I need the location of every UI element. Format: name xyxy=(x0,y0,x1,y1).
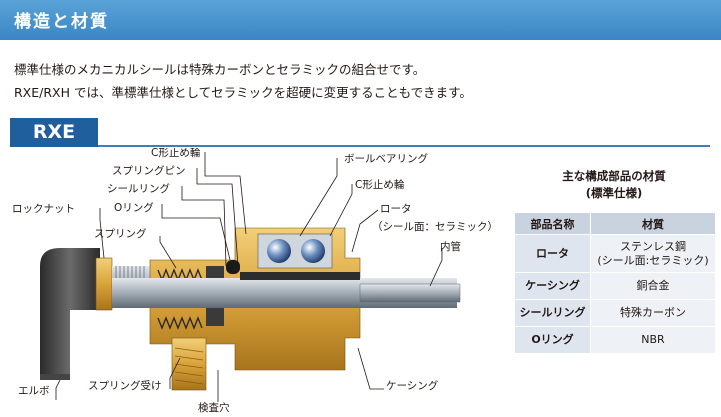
label-o-ring: Oリング xyxy=(114,201,154,214)
row-material: 特殊カーボン xyxy=(590,299,716,327)
model-tab: RXE xyxy=(10,118,98,147)
materials-caption-line-2: (標準仕様) xyxy=(585,186,643,200)
header-part-name: 部品名称 xyxy=(514,212,591,235)
intro-line-1: 標準仕様のメカニカルシールは特殊カーボンとセラミックの組合せです。 xyxy=(14,62,426,77)
label-spring: スプリング xyxy=(94,227,147,240)
row-material: ステンレス鋼 (シール面:セラミック) xyxy=(590,234,716,273)
intro-line-2: RXE/RXH では、準標準仕様としてセラミックを超硬に変更することもできます。 xyxy=(14,85,472,100)
row-material-line-1: ステンレス鋼 xyxy=(620,239,686,253)
table-row: シールリング 特殊カーボン xyxy=(514,299,716,327)
cross-section-diagram: C形止め輪 スプリングピン シールリング Oリング ロックナット スプリング ボ… xyxy=(12,148,498,414)
materials-caption-line-1: 主な構成部品の材質 xyxy=(562,169,666,183)
row-part-name: Oリング xyxy=(514,326,591,354)
section-header-bar: 構造と材質 xyxy=(0,0,721,40)
section-title: 構造と材質 xyxy=(14,12,109,32)
row-part-name: シールリング xyxy=(514,299,591,327)
row-material-line-2: (シール面:セラミック) xyxy=(597,253,709,267)
header-material: 材質 xyxy=(590,212,716,235)
label-rotor: ロータ xyxy=(380,203,412,215)
row-material: NBR xyxy=(590,326,716,354)
label-spring-seat: スプリング受け xyxy=(88,379,162,392)
row-material: 銅合金 xyxy=(590,272,716,300)
label-casing: ケーシング xyxy=(386,379,439,392)
table-row: ケーシング 銅合金 xyxy=(514,272,716,300)
table-row: Oリング NBR xyxy=(514,326,716,354)
label-elbow: エルボ xyxy=(18,385,50,397)
row-part-name: ケーシング xyxy=(514,272,591,300)
row-part-name: ロータ xyxy=(514,234,591,273)
inner-pipe-part xyxy=(359,283,461,303)
label-inner-pipe: 内管 xyxy=(440,240,461,253)
o-ring-part xyxy=(226,260,240,274)
table-row: ロータ ステンレス鋼 (シール面:セラミック) xyxy=(514,234,716,273)
label-rotor-note: （シール面：セラミック） xyxy=(372,221,498,233)
lock-nut-part xyxy=(95,257,113,311)
label-c-ring-left: C形止め輪 xyxy=(151,148,201,159)
label-seal-ring: シールリング xyxy=(107,182,170,195)
model-divider xyxy=(10,145,710,147)
ball-bearing-part xyxy=(257,233,333,269)
label-ball-bearing: ボールベアリング xyxy=(344,152,428,165)
label-lock-nut: ロックナット xyxy=(12,203,75,215)
label-inspection-hole: 検査穴 xyxy=(198,401,230,414)
label-c-ring-right: C形止め輪 xyxy=(355,178,405,191)
materials-caption: 主な構成部品の材質 (標準仕様) xyxy=(520,168,708,202)
elbow-part xyxy=(40,248,100,380)
table-header-row: 部品名称 材質 xyxy=(514,212,716,235)
materials-table: 部品名称 材質 ロータ ステンレス鋼 (シール面:セラミック) ケーシング 銅合… xyxy=(514,212,716,354)
label-spring-pin: スプリングピン xyxy=(112,164,186,177)
